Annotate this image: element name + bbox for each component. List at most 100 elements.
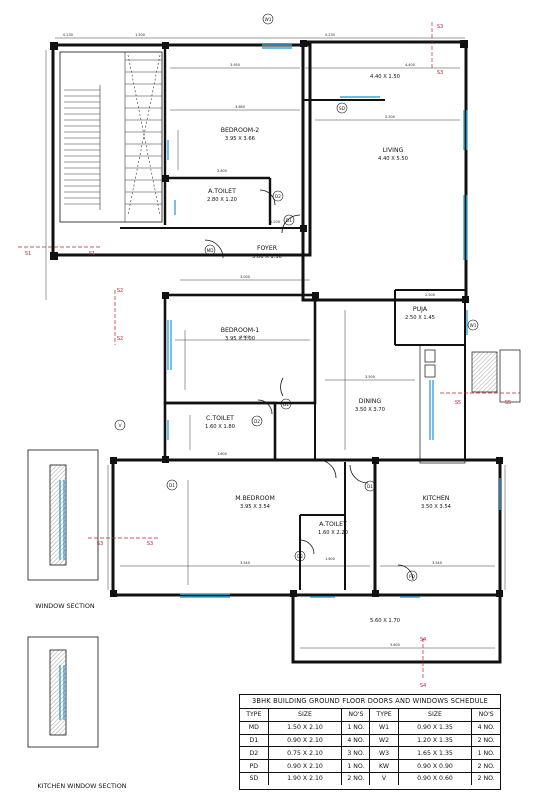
room-size-bedroom1: 3.95 X 3.00 [225,336,255,342]
schedule-cell: W2 [369,733,399,748]
schedule-cell: V [369,771,399,785]
room-labels: BEDROOM-2 3.95 X 3.66 A.TOILET 2.80 X 1.… [205,74,452,624]
room-size-a-toilet-bottom: 1.60 X 2.20 [318,530,348,536]
schedule-cell: D1 [240,733,269,748]
kitchen-fittings [419,344,521,464]
schedule-header-row: TYPE SIZE NO'S TYPE SIZE NO'S [240,709,500,722]
room-name-dining: DINING [359,398,382,405]
schedule-cell: KW [369,759,399,773]
walls [51,40,502,664]
element-tags [114,13,479,582]
door-tag: SD [339,106,345,111]
dimension-label: 1.600 [217,452,227,456]
room-name-master-bedroom: M.BEDROOM [235,495,275,502]
schedule-cell: 2 NO. [471,759,500,773]
dimension-label: 5.600 [390,643,400,647]
section-marker: S2 [117,288,123,294]
room-name-a-toilet-bottom: A.TOILET [319,521,347,528]
room-size-master-bedroom: 3.95 X 3.54 [240,504,271,510]
dimension-label: 3.000 [240,335,250,339]
wall-utility [291,593,502,664]
window-tag: W1 [265,17,272,22]
schedule-cell: W1 [369,720,399,735]
dimension-label: 4.400 [405,63,415,67]
schedule-cell: W3 [369,746,399,761]
schedule-cell: 0.90 X 2.10 [267,759,343,773]
schedule-header: NO'S [471,709,500,722]
room-size-puja: 2.50 X 1.45 [405,315,435,321]
room-name-kitchen: KITCHEN [423,495,450,502]
schedule-header: SIZE [397,709,473,722]
columns [50,40,503,597]
schedule-cell: 4 NO. [471,720,500,735]
window-section-detail [27,449,99,748]
dimension-label: 1.600 [325,557,335,561]
outer-wall-north-west [51,43,312,257]
dimension-label: 0.230 [63,33,73,37]
schedule-cell: 0.90 X 2.10 [267,733,343,748]
room-size-a-toilet-top: 2.80 X 1.20 [207,197,237,203]
section-marker: S4 [420,683,426,689]
room-name-foyer: FOYER [257,245,278,252]
schedule-table: TYPE SIZE NO'S TYPE SIZE NO'S MD 1.50 X … [240,709,500,785]
section-marker: S4 [420,637,426,643]
wall-bedroom1 [163,293,317,405]
section-marker: S1 [25,251,31,257]
doors-windows-schedule: 3BHK BUILDING GROUND FLOOR DOORS AND WIN… [239,694,501,790]
room-name-living: LIVING [383,147,404,154]
staircase-treads [64,52,162,222]
door-tag: D1 [283,402,289,407]
schedule-title: 3BHK BUILDING GROUND FLOOR DOORS AND WIN… [240,695,500,709]
door-tag: D1 [286,218,292,223]
room-name-bedroom2: BEDROOM-2 [221,127,260,134]
schedule-cell: 1.90 X 2.10 [267,771,343,785]
table-row: D1 0.90 X 2.10 4 NO. W2 1.20 X 1.35 2 NO… [240,733,500,748]
door-tag: D1 [367,484,373,489]
dimension-label: 3.660 [235,105,245,109]
room-size-c-toilet: 1.60 X 1.80 [205,424,235,430]
dimension-label: 3.500 [365,375,375,379]
room-name-a-toilet-top: A.TOILET [208,188,236,195]
dimension-label: 3.000 [240,275,250,279]
schedule-cell: 1.50 X 2.10 [267,720,343,735]
table-row: PD 0.90 X 2.10 1 NO. KW 0.90 X 0.90 2 NO… [240,759,500,773]
caption-kitchen-window-section: KITCHEN WINDOW SECTION [37,782,126,790]
dimension-label: 3.540 [432,561,442,565]
schedule-header: TYPE [369,709,399,722]
table-row: SD 1.90 X 2.10 2 NO. V 0.90 X 0.60 2 NO. [240,771,500,785]
element-tag-labels: D1 D2 MD D1 D2 D1 D2 D1 SD W1 W1 V PD [119,17,477,579]
section-marker: S5 [455,400,461,406]
schedule-cell: 0.90 X 0.90 [397,759,473,773]
schedule-cell: 0.90 X 0.60 [397,771,473,785]
dimension-label: 2.500 [425,293,435,297]
section-markers: S1 S1 S2 S2 S3 S3 S3 S3 S4 S4 S5 S5 [25,24,511,689]
door-swings [204,189,414,581]
room-size-bedroom2: 3.95 X 3.66 [225,136,255,142]
schedule-cell: 2 NO. [471,771,500,785]
dimension-label: 0.230 [325,33,335,37]
door-tag: D2 [297,554,303,559]
table-row: MD 1.50 X 2.10 1 NO. W1 0.90 X 1.35 4 NO… [240,720,500,735]
schedule-cell: 1 NO. [471,746,500,761]
dimension-label: 3.950 [230,63,240,67]
door-tag: MD [207,248,214,253]
room-size-living-top: 4.40 X 1.50 [370,74,400,80]
dimension-labels: 0.230 1.500 3.950 0.230 4.400 3.660 5.50… [63,33,442,647]
section-marker: S3 [437,24,443,30]
schedule-cell: MD [240,720,269,735]
window-tag: W1 [470,323,477,328]
section-marker: S1 [89,251,95,257]
dimension-label: 3.540 [240,561,250,565]
schedule-cell: 3 NO. [341,746,371,761]
section-marker: S3 [97,541,103,547]
schedule-cell: D2 [240,746,269,761]
schedule-cell: 1 NO. [341,720,371,735]
section-lines [18,22,520,680]
door-tag: D2 [254,419,260,424]
door-tag: D1 [169,483,175,488]
section-marker: S3 [147,541,153,547]
table-row: D2 0.75 X 2.10 3 NO. W3 1.65 X 1.35 1 NO… [240,746,500,761]
window-tag: V [119,423,122,428]
staircase-well [59,51,163,223]
